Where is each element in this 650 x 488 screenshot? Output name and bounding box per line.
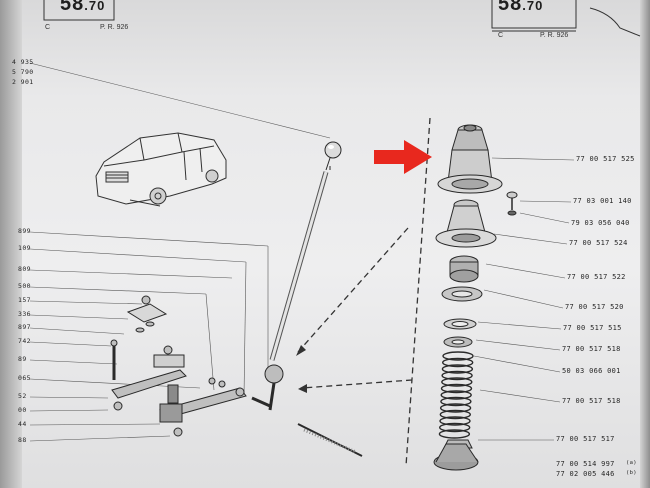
left-code: 109 [18,244,31,252]
top-left-code: 5 790 [12,68,34,76]
left-code: 157 [18,296,31,304]
bushing [441,255,483,302]
washers [443,318,477,348]
red-arrow-icon [374,140,432,174]
left-code: 89 [18,355,27,363]
left-code: 52 [18,392,27,400]
spring-coil [440,396,472,407]
part-number: 77 00 517 522 [567,273,626,281]
spring-coil [441,370,473,381]
left-code: 809 [18,265,31,273]
assembly-dashed-lines [297,117,431,467]
part-number-suffix: (a) [626,460,637,466]
base-cup [433,439,479,471]
spring-coil [439,409,471,420]
left-code: 336 [18,310,31,318]
boot-assembly [437,124,518,216]
spring-coil [442,351,474,361]
part-number-suffix: (b) [626,470,637,476]
binding-shadow-right [640,0,650,488]
part-number: 77 00 517 524 [569,239,628,247]
part-number: 77 00 517 517 [556,435,615,443]
page-pr-right: P. R. 926 [540,32,569,39]
part-number: 77 00 514 997 [556,460,615,468]
left-code: 065 [18,374,31,382]
left-code: 88 [18,436,27,444]
leader-lines-right [473,157,575,441]
left-code: 897 [18,323,31,331]
car-illustration [95,132,227,207]
left-code: 899 [18,227,31,235]
spring-coil [439,416,471,426]
spring-coil [441,377,473,387]
page-pr-left: P. R. 926 [100,24,129,31]
header-frames [43,0,641,37]
page-number-left: 58.70 [60,0,106,15]
page-number-right: 58.70 [498,0,544,15]
gear-linkage [110,295,247,437]
cover-assembly [435,199,497,248]
part-number: 79 03 056 040 [571,219,630,227]
left-code: 00 [18,406,27,414]
part-number: 77 00 517 518 [562,397,621,405]
spring-coil [439,422,471,433]
top-left-code: 2 901 [12,78,34,86]
part-number: 77 00 517 515 [563,324,622,332]
gear-lever [251,141,342,411]
part-number: 77 00 517 525 [576,155,635,163]
left-code: 44 [18,420,27,428]
spring-coil [440,390,472,400]
spring-coil [441,364,474,374]
part-number: 77 00 517 518 [562,345,621,353]
spring-cable [297,423,363,457]
spring-coil [440,383,473,394]
part-number: 77 02 005 446 [556,470,615,478]
dashed-arrowheads [296,345,307,393]
spring-coil [439,403,472,413]
part-number: 50 03 066 001 [562,367,621,375]
leader-lines-left [29,62,331,442]
top-left-code: 4 935 [12,58,34,66]
left-code: 742 [18,337,31,345]
part-number: 77 03 001 140 [573,197,632,205]
page-c-right: C [498,32,504,39]
spring-coil [442,357,474,368]
coil-spring [438,351,474,439]
left-code: 500 [18,282,31,290]
part-number: 77 00 517 520 [565,303,624,311]
binding-shadow-left [0,0,22,488]
page-c-left: C [45,24,51,31]
spring-coil [438,429,471,439]
